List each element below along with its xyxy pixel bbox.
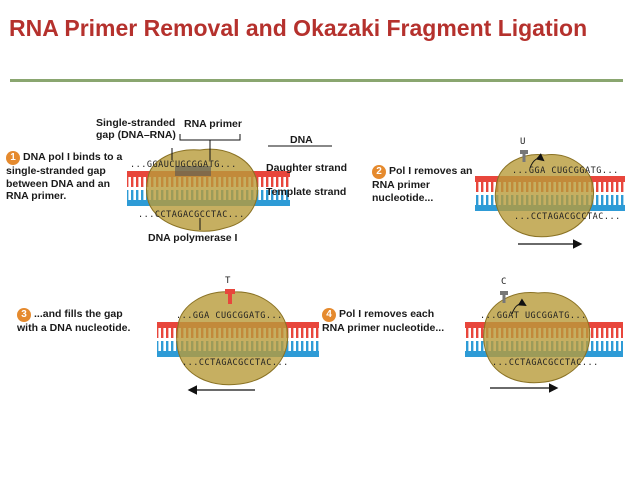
step-3: 3...and fills the gap with a DNA nucleot…	[17, 308, 135, 335]
step-2-text: Pol I removes an RNA primer nucleotide..…	[372, 165, 473, 204]
panel4-top-sequence: ...GGAT UGCGGATG...	[480, 311, 587, 321]
panel4-bottom-sequence: ...CCTAGACGCCTAC...	[492, 358, 599, 368]
step-3-badge: 3	[17, 308, 31, 322]
panel1-polymerase	[146, 148, 259, 232]
panel3-nucleotide: T	[225, 276, 231, 286]
step-3-text: ...and fills the gap with a DNA nucleoti…	[17, 308, 131, 334]
added-nucleotide-t	[225, 289, 235, 304]
step-4-badge: 4	[322, 308, 336, 322]
panel2-nucleotide: U	[520, 137, 526, 147]
page-title: RNA Primer Removal and Okazaki Fragment …	[9, 15, 588, 41]
panel3-top-sequence: ...GGA CUGCGGATG...	[176, 311, 283, 321]
step-1-text: DNA pol I binds to a single-stranded gap…	[6, 151, 123, 202]
panel4-nucleotide: C	[501, 277, 507, 287]
label-dna-polymerase: DNA polymerase I	[148, 232, 238, 244]
primer-bracket	[179, 134, 241, 141]
label-template-strand: Template strand	[266, 186, 347, 198]
panel4-polymerase	[483, 292, 591, 384]
panel3-polymerase	[176, 291, 289, 386]
label-rna-primer: RNA primer	[184, 118, 242, 130]
removed-nucleotide-u	[520, 150, 528, 162]
step-4-text: Pol I removes each RNA primer nucleotide…	[322, 308, 445, 334]
label-single-stranded-gap: Single-stranded gap (DNA–RNA)	[96, 117, 176, 141]
label-daughter-strand: Daughter strand	[266, 162, 348, 174]
panel1-top-sequence: ...GGAUCUGCGGATG...	[130, 160, 237, 170]
step-2-badge: 2	[372, 165, 386, 179]
panel2-top-sequence: ...GGA CUGCGGATG...	[512, 166, 619, 176]
removed-nucleotide-c	[500, 291, 508, 303]
panel3-bottom-sequence: ...CCTAGACGCCTAC...	[182, 358, 289, 368]
step-1-badge: 1	[6, 151, 20, 165]
title-divider	[10, 79, 623, 82]
panel1-bottom-sequence: ...CCTAGACGCCTAC...	[138, 210, 245, 220]
panel2-bottom-sequence: ...CCTAGACGCCTAC...	[514, 212, 621, 222]
label-dna: DNA	[290, 134, 313, 146]
